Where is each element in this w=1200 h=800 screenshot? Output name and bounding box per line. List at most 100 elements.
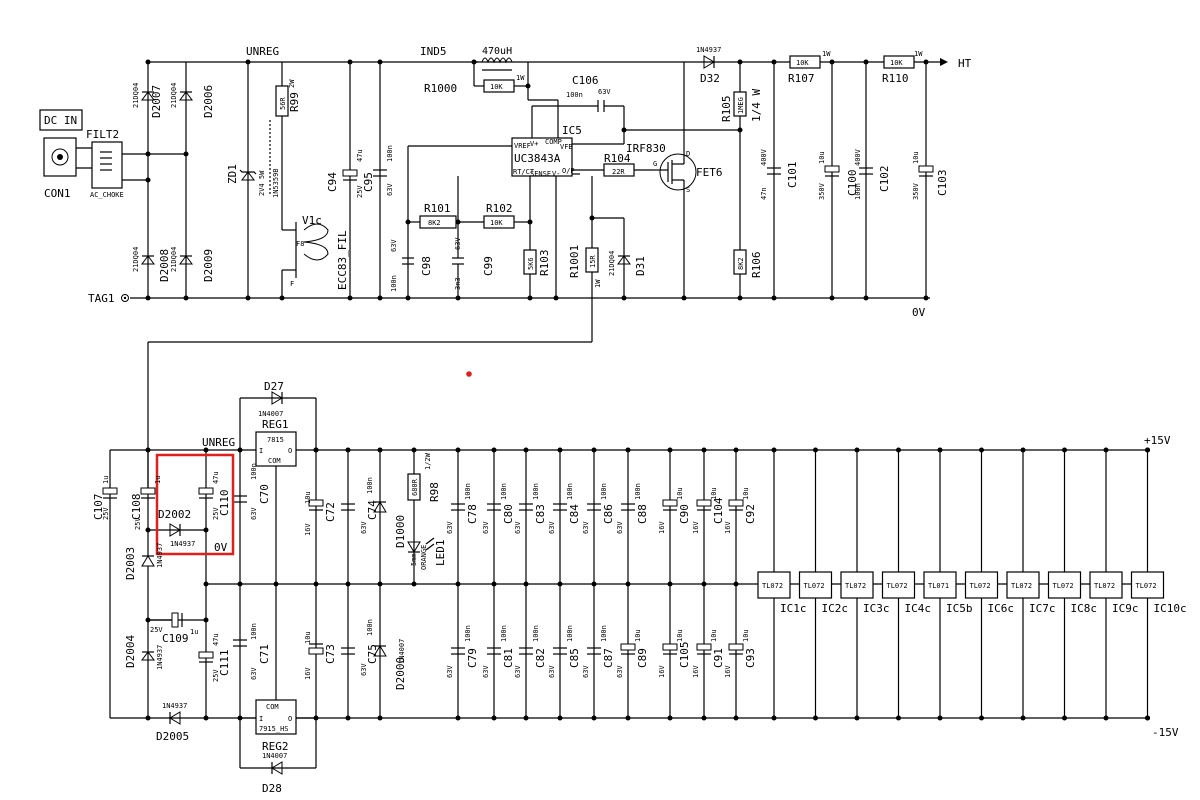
r106-label: R106 bbox=[750, 252, 763, 279]
c108-label: C108 bbox=[130, 494, 143, 521]
dc-in-label-box bbox=[39, 109, 83, 131]
cap-c83 bbox=[519, 503, 533, 511]
cap-c78 bbox=[451, 503, 465, 511]
c73-volt: 16V bbox=[304, 667, 312, 680]
dc-in-label: DC IN bbox=[44, 114, 77, 127]
r107-power: 1W bbox=[822, 50, 831, 58]
diode-d1000 bbox=[373, 501, 387, 513]
c94-value: 47u bbox=[356, 149, 364, 162]
reg2-pin-o: O bbox=[288, 715, 292, 723]
r1001-power: 1W bbox=[594, 279, 602, 288]
fet6-pin-s: S bbox=[686, 186, 690, 194]
cap-label-c80: C80 bbox=[502, 504, 515, 524]
c73-value: 10u bbox=[304, 631, 312, 644]
cap-c91 bbox=[696, 643, 712, 655]
c70-label: C70 bbox=[258, 484, 271, 504]
d32-part: 1N4937 bbox=[696, 46, 721, 54]
c111-volt: 25V bbox=[212, 669, 220, 682]
c103-volt: 350V bbox=[912, 182, 920, 200]
d28-part: 1N4007 bbox=[262, 752, 287, 760]
cap-c94 bbox=[342, 169, 358, 181]
cap-value-c78: 100n bbox=[464, 483, 472, 500]
cap-label-c104: C104 bbox=[712, 497, 725, 524]
opamp-ic10c bbox=[1130, 571, 1165, 599]
diode-d2005 bbox=[169, 711, 181, 725]
r1000-power: 1W bbox=[516, 74, 525, 82]
opamp-part-ic5b: TL071 bbox=[928, 582, 949, 590]
c103-label: C103 bbox=[936, 170, 949, 197]
fet6-pin-d: D bbox=[686, 150, 690, 158]
c101-volt: 400V bbox=[760, 148, 768, 166]
regulator-reg2 bbox=[255, 699, 297, 735]
net-ind5: IND5 bbox=[420, 45, 447, 58]
c106-value: 100n bbox=[566, 91, 583, 99]
opamp-ic9c bbox=[1089, 571, 1123, 599]
cap-volt-c82: 63V bbox=[514, 665, 522, 678]
cap-label-c78: C78 bbox=[466, 504, 479, 524]
cap-value-c89: 10u bbox=[634, 629, 642, 642]
zd1-part: 1N5359B bbox=[272, 168, 280, 198]
c108-volt: 25V bbox=[134, 517, 142, 530]
cap-volt-c80: 63V bbox=[482, 521, 490, 534]
opamp-part-ic1c: TL072 bbox=[762, 582, 783, 590]
d31-part: 21DQ04 bbox=[608, 251, 616, 276]
diode-d28 bbox=[271, 761, 283, 775]
cap-label-c93: C93 bbox=[744, 648, 757, 668]
cap-label-c83: C83 bbox=[534, 504, 547, 524]
d2002-label: D2002 bbox=[158, 508, 191, 521]
inductor-value: 470uH bbox=[482, 46, 512, 57]
r105-value: 1MEG bbox=[737, 97, 745, 114]
zd1-value: 2V4 5W bbox=[258, 170, 266, 196]
d2004-part: 1N4937 bbox=[156, 645, 164, 670]
c109-value: 1u bbox=[190, 628, 198, 636]
diode-d2009 bbox=[179, 255, 193, 265]
ic5-label: IC5 bbox=[562, 124, 582, 137]
opamp-part-ic4c: TL072 bbox=[887, 582, 908, 590]
ic5-uc3843a bbox=[511, 137, 573, 177]
c75-label: C75 bbox=[366, 644, 379, 664]
cap-volt-c78: 63V bbox=[446, 521, 454, 534]
cap-value-c83: 100n bbox=[532, 483, 540, 500]
d32-label: D32 bbox=[700, 72, 720, 85]
net-0v-top: 0V bbox=[912, 306, 926, 319]
r99-label: R99 bbox=[288, 92, 301, 112]
reg1-pin-i: I bbox=[259, 447, 263, 455]
cap-value-c87: 100n bbox=[600, 625, 608, 642]
d2003-label: D2003 bbox=[124, 547, 137, 580]
cap-volt-c92: 16V bbox=[724, 521, 732, 534]
cap-volt-c86: 63V bbox=[582, 521, 590, 534]
cap-c73 bbox=[308, 647, 324, 655]
c94-volt: 25V bbox=[356, 185, 364, 198]
r103-label: R103 bbox=[538, 250, 551, 277]
cap-volt-c104: 16V bbox=[692, 521, 700, 534]
diode-d32 bbox=[703, 55, 715, 69]
r98-power: 1/2W bbox=[424, 452, 432, 470]
cap-value-c105: 10u bbox=[676, 629, 684, 642]
c100-label: C100 bbox=[846, 170, 859, 197]
r99-value: 56R bbox=[279, 97, 287, 110]
opamp-label-ic2c: IC2c bbox=[822, 602, 849, 615]
r103-value: 5K6 bbox=[527, 257, 535, 270]
c73-label: C73 bbox=[324, 644, 337, 664]
cap-label-c88: C88 bbox=[636, 504, 649, 524]
c71-volt: 63V bbox=[250, 667, 258, 680]
diode-d2003 bbox=[141, 555, 155, 567]
c72-volt: 16V bbox=[304, 523, 312, 536]
c72-value: 10u bbox=[304, 491, 312, 504]
cap-label-c79: C79 bbox=[466, 648, 479, 668]
c102-volt: 400V bbox=[854, 148, 862, 166]
c74-value: 100n bbox=[366, 477, 374, 494]
cap-label-c81: C81 bbox=[502, 648, 515, 668]
ht-arrow-icon bbox=[940, 58, 948, 66]
net-unreg-bottom: UNREG bbox=[202, 436, 235, 449]
d2007-part: 21DQ04 bbox=[170, 83, 178, 108]
diode-d2002 bbox=[169, 523, 181, 537]
diode-d2000 bbox=[373, 645, 387, 657]
net-0v-box: 0V bbox=[214, 541, 228, 554]
c70-volt: 63V bbox=[250, 507, 258, 520]
cap-value-c90: 10u bbox=[676, 487, 684, 500]
cap-volt-c79: 63V bbox=[446, 665, 454, 678]
cap-volt-c91: 16V bbox=[692, 665, 700, 678]
cap-volt-c89: 63V bbox=[616, 665, 624, 678]
